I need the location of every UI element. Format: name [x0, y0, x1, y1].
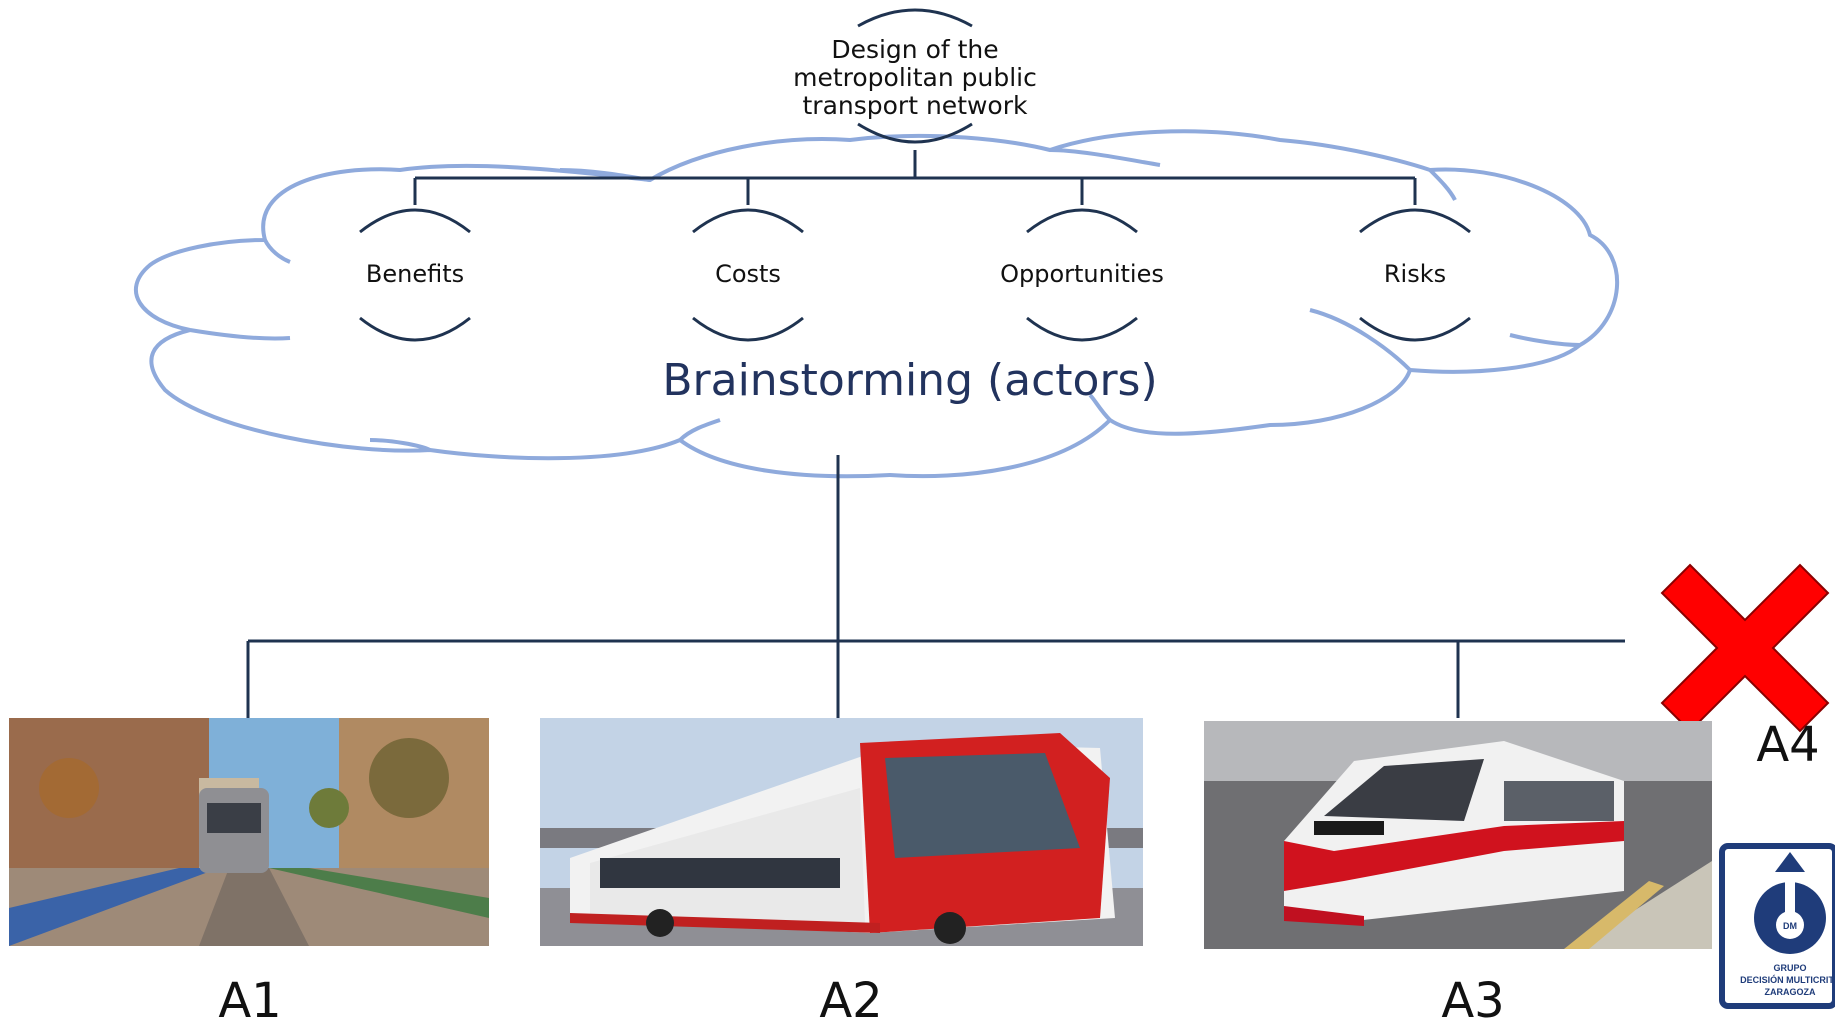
- logo-line-3: ZARAGOZA: [1765, 987, 1816, 997]
- photo-tram: [9, 718, 489, 946]
- goal-node: Design of the metropolitan public transp…: [780, 36, 1050, 120]
- criterion-risks: Risks: [1383, 260, 1447, 288]
- criteria-node-brackets: [359, 208, 1471, 342]
- alternative-a2-label: A2: [819, 973, 883, 1029]
- criterion-opportunities: Opportunities: [1000, 260, 1164, 288]
- decision-group-logo: DM GRUPO DECISIÓN MULTICRITE ZARAGOZA: [1719, 843, 1835, 1009]
- goal-line-2: metropolitan public: [793, 63, 1037, 92]
- criterion-costs: Costs: [715, 260, 781, 288]
- goal-node-brackets: [857, 8, 973, 144]
- brainstorming-label: Brainstorming (actors): [662, 355, 1158, 406]
- rejected-cross-icon: [1660, 563, 1830, 733]
- photo-articulated-bus: [540, 718, 1143, 946]
- goal-line-3: transport network: [802, 91, 1028, 120]
- alternative-a3-label: A3: [1441, 973, 1505, 1029]
- hierarchy-connectors: [246, 150, 1625, 718]
- alternative-a1-label: A1: [218, 973, 282, 1029]
- criterion-benefits: Benefits: [365, 260, 465, 288]
- logo-initials: DM: [1783, 921, 1797, 931]
- brainstorming-cloud: [133, 129, 1620, 479]
- photo-commuter-train: [1204, 721, 1712, 949]
- logo-line-2: DECISIÓN MULTICRITE: [1740, 974, 1835, 985]
- logo-line-1: GRUPO: [1773, 963, 1806, 973]
- goal-line-1: Design of the: [831, 35, 999, 64]
- alternative-a4-label: A4: [1756, 717, 1820, 773]
